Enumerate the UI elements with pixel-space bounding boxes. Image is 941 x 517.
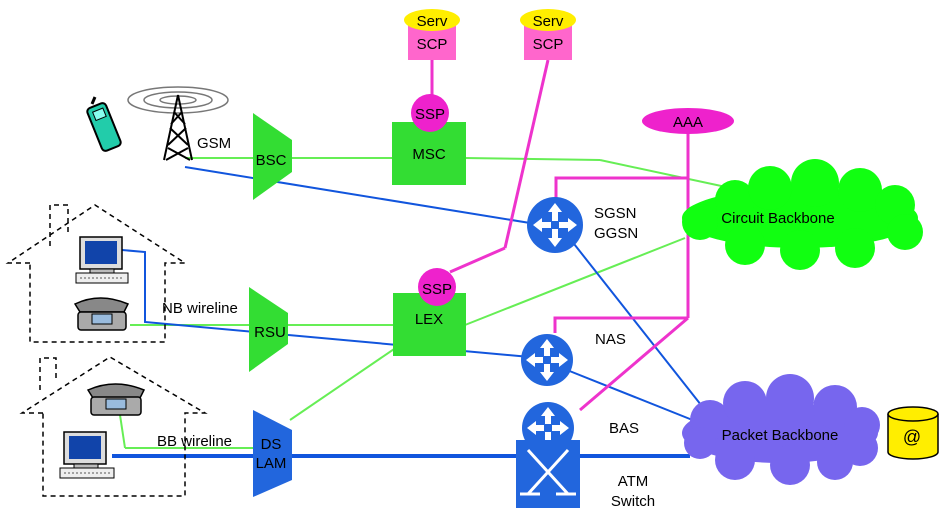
msc-node: MSC <box>392 122 466 185</box>
telephone-icon-1 <box>73 297 130 331</box>
bsc-label: BSC <box>256 152 287 169</box>
nb-wireline-label: NB wireline <box>162 300 238 317</box>
atm-switch-icon <box>516 440 580 508</box>
computer-icon-2 <box>59 431 115 479</box>
ggsn-label: GGSN <box>594 225 638 242</box>
nas-label: NAS <box>595 331 626 348</box>
scp-node-left: Serv SCP <box>404 9 460 60</box>
dslam-node: DS LAM <box>253 410 292 497</box>
aaa-node: AAA <box>642 108 734 134</box>
database-icon: @ <box>887 406 939 460</box>
router-icon-sgsn <box>527 197 583 253</box>
ssp-label-top: SSP <box>415 106 445 123</box>
scp-label-left: SCP <box>417 36 448 53</box>
blue-links <box>112 166 706 458</box>
serv-label-right: Serv <box>533 13 564 30</box>
telephone-icon-2 <box>86 383 146 416</box>
serv-label-left: Serv <box>417 13 448 30</box>
rsu-node: RSU <box>249 287 288 372</box>
scp-node-right: Serv SCP <box>520 9 576 60</box>
packet-backbone-cloud <box>682 374 880 485</box>
atm-label-2: Switch <box>611 493 655 510</box>
computer-icon-1 <box>75 236 129 284</box>
circuit-backbone-cloud <box>682 159 923 270</box>
ssp-node-top: SSP <box>411 94 449 132</box>
database-at-label: @ <box>903 427 921 447</box>
sgsn-label: SGSN <box>594 205 637 222</box>
house-broadband <box>19 356 208 497</box>
bsc-node: BSC <box>253 113 292 200</box>
antenna-icon <box>127 86 229 161</box>
router-icon-nas <box>521 334 573 386</box>
house-narrowband <box>5 204 188 343</box>
scp-label-right: SCP <box>533 36 564 53</box>
ssp-node-bottom: SSP <box>418 268 456 306</box>
mobile-phone-icon <box>86 96 122 152</box>
ssp-label-bottom: SSP <box>422 281 452 298</box>
dslam-label-2: LAM <box>256 455 287 472</box>
atm-label-1: ATM <box>618 473 649 490</box>
bb-wireline-label: BB wireline <box>157 433 232 450</box>
circuit-backbone-label: Circuit Backbone <box>721 210 834 227</box>
msc-label: MSC <box>412 146 446 163</box>
aaa-label: AAA <box>673 114 703 131</box>
magenta-links <box>430 59 690 412</box>
bas-label: BAS <box>609 420 639 437</box>
gsm-label: GSM <box>197 135 231 152</box>
dslam-label-1: DS <box>261 436 282 453</box>
rsu-label: RSU <box>254 324 286 341</box>
lex-label: LEX <box>415 311 443 328</box>
packet-backbone-label: Packet Backbone <box>722 427 839 444</box>
